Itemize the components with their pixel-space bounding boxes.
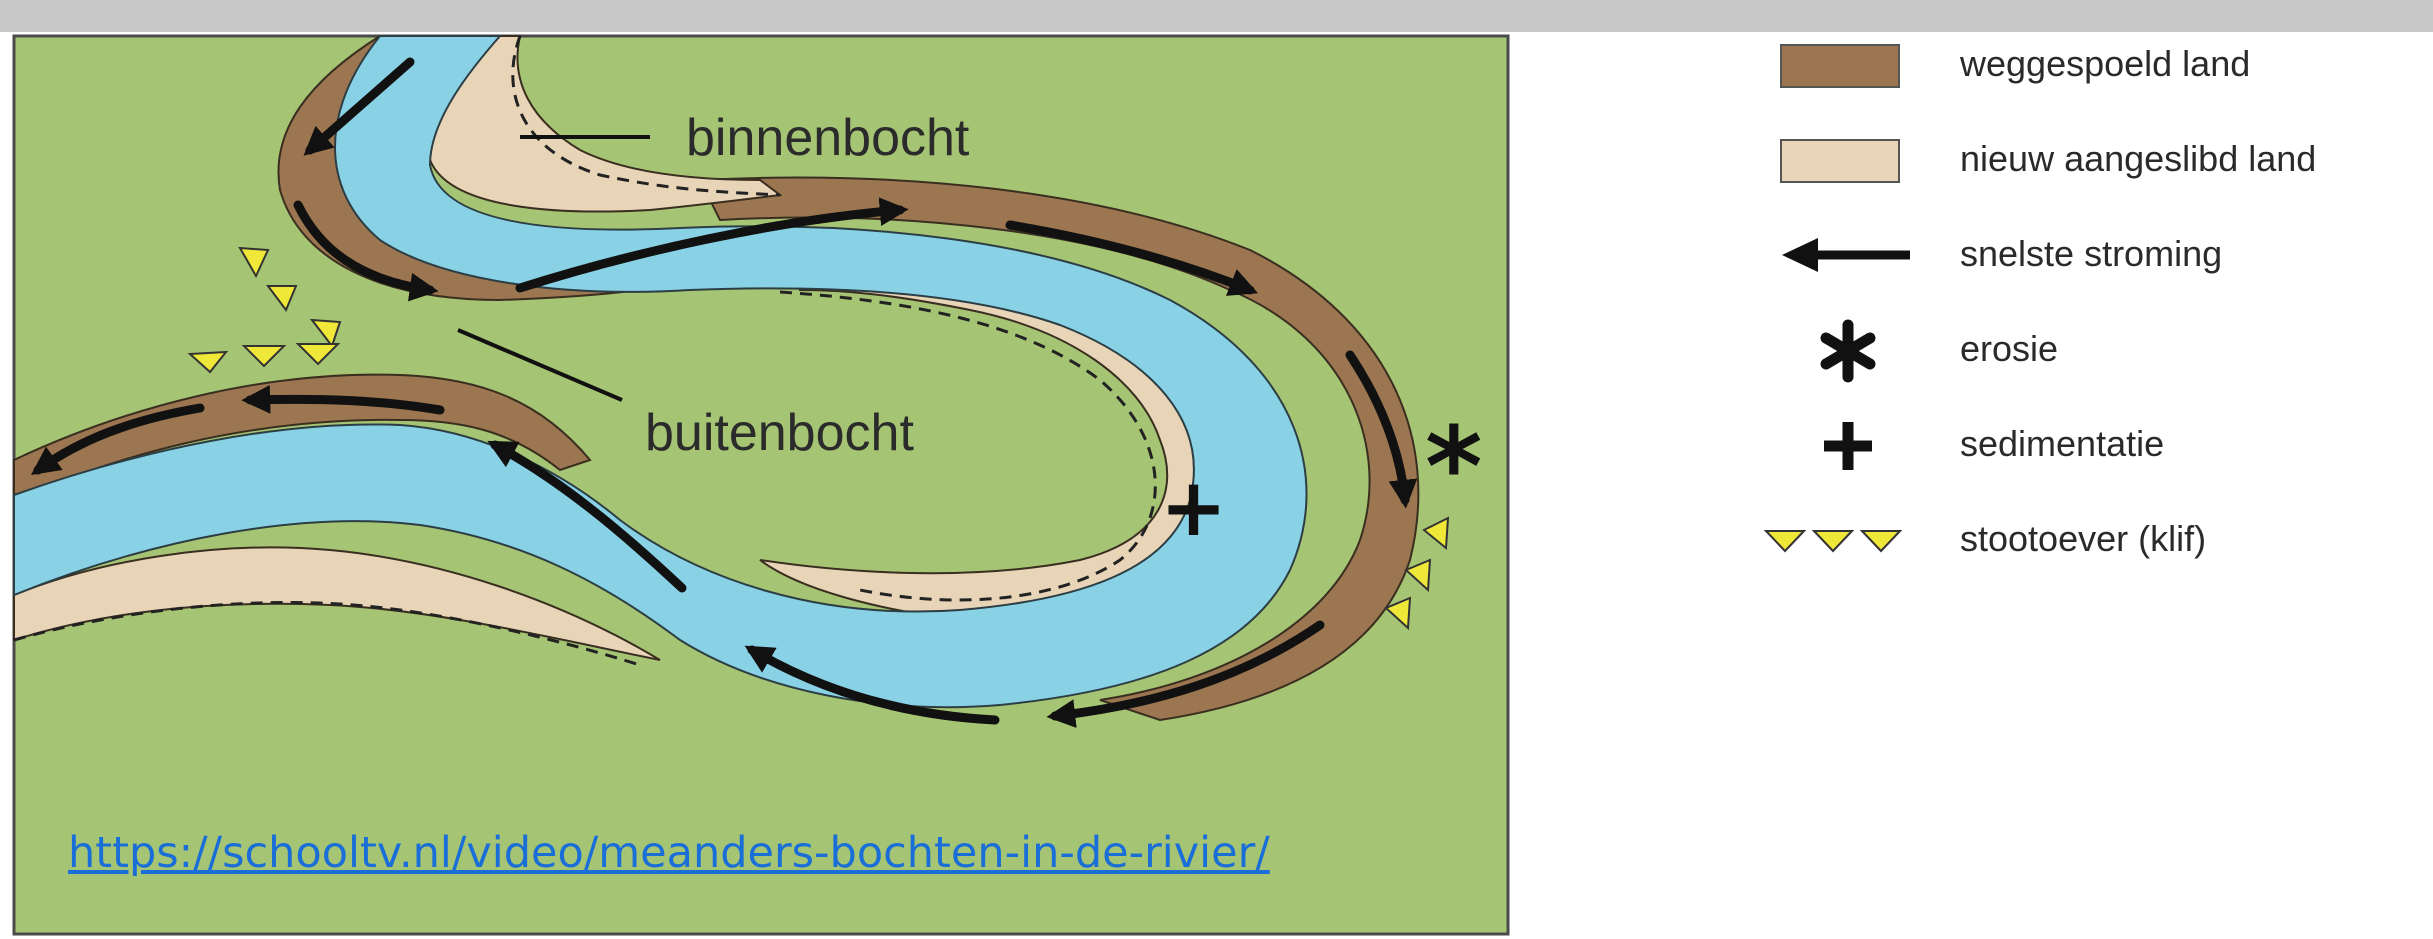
inner-bend-label: binnenbocht xyxy=(686,109,970,167)
cliff-triangle xyxy=(187,350,229,374)
source-link[interactable]: https://schooltv.nl/video/meanders-bocht… xyxy=(68,828,1270,878)
legend-item-sedimentation: sedimentatie xyxy=(1760,410,2420,480)
eroded-land-left xyxy=(13,373,592,502)
former-bank-top xyxy=(511,35,781,197)
top-bar xyxy=(0,0,2433,32)
eroded-land-swatch xyxy=(1780,44,1900,88)
cliff-triangle xyxy=(295,343,341,366)
current-arrow xyxy=(1345,350,1418,509)
current-arrow xyxy=(241,385,445,415)
legend-label: weggespoeld land xyxy=(1960,43,2251,84)
legend-label: nieuw aangeslibd land xyxy=(1960,138,2317,179)
legend: weggespoeld land nieuw aangeslibd land s… xyxy=(1760,30,2420,590)
cliff-triangles-icon xyxy=(1763,530,1903,553)
current-arrow xyxy=(487,440,687,593)
cliff-triangle xyxy=(1422,516,1450,551)
fastest-current-arrows xyxy=(30,57,1418,728)
outer-bend-leader xyxy=(457,328,623,402)
plus-icon xyxy=(1824,422,1872,470)
legend-label: sedimentatie xyxy=(1960,423,2165,464)
cliff-triangle xyxy=(309,318,342,349)
cliff-triangle xyxy=(266,285,298,312)
legend-item-erosion: erosie xyxy=(1760,315,2420,385)
legend-item-deposited-land: nieuw aangeslibd land xyxy=(1760,125,2420,195)
former-bank-bottom-left xyxy=(13,601,641,667)
current-arrow xyxy=(1005,220,1259,296)
legend-label: stootoever (klif) xyxy=(1960,518,2207,559)
legend-label: snelste stroming xyxy=(1960,233,2223,274)
erosion-symbol: * xyxy=(1425,403,1483,531)
cliff-triangle xyxy=(238,246,270,279)
cliff-triangle xyxy=(1404,558,1432,593)
current-arrow xyxy=(1046,620,1325,728)
cliff-triangle xyxy=(241,345,287,368)
current-arrow xyxy=(744,645,1000,725)
current-arrow xyxy=(303,57,415,156)
legend-label: erosie xyxy=(1960,328,2059,369)
legend-item-fastest-current: snelste stroming xyxy=(1760,220,2420,290)
deposited-land-swatch xyxy=(1780,139,1900,183)
arrow-left-icon xyxy=(1782,238,1910,272)
cliff-markers xyxy=(187,246,1450,631)
asterisk-icon xyxy=(1820,319,1876,383)
sedimentation-symbol: + xyxy=(1160,461,1227,554)
outer-bend-label: buitenbocht xyxy=(645,404,914,462)
current-arrow xyxy=(293,200,439,302)
meander-diagram: binnenbocht buitenbocht * + xyxy=(12,34,1510,936)
current-arrow xyxy=(515,197,909,293)
former-bank-right xyxy=(779,290,1157,602)
current-arrow xyxy=(30,403,205,476)
cliff-triangle xyxy=(1384,596,1412,631)
eroded-land-right-bend xyxy=(698,176,1420,722)
legend-item-cliff: stootoever (klif) xyxy=(1760,505,2420,575)
legend-item-eroded-land: weggespoeld land xyxy=(1760,30,2420,100)
